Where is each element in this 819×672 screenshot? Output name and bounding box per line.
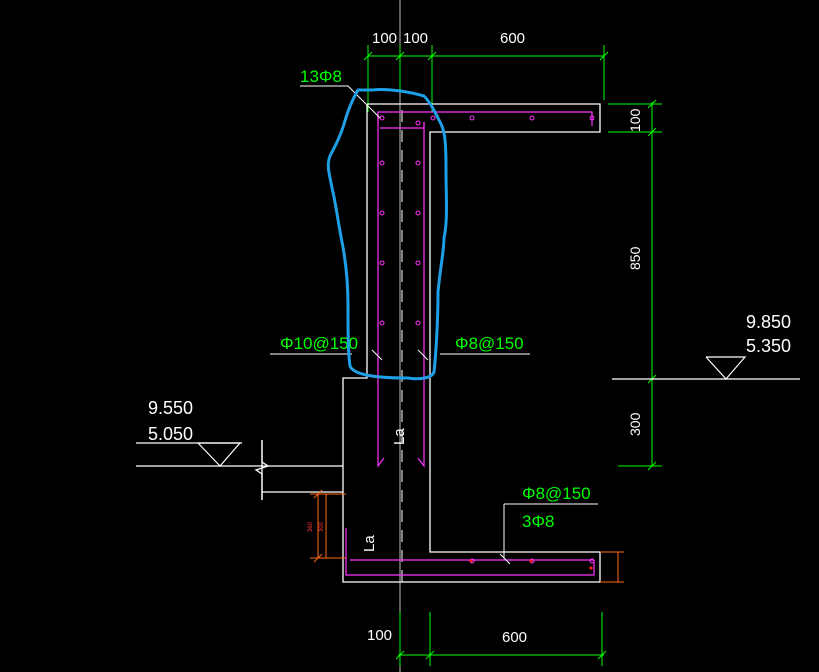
label-bottom-bars-count: 3Φ8: [522, 512, 554, 531]
right-dim-3: 300: [627, 412, 643, 436]
detail-dim-2: 300: [319, 521, 325, 532]
detail-dim-1: 360: [308, 521, 314, 532]
elevation-marker-left: [136, 442, 242, 467]
elevation-marker-right: [612, 356, 800, 380]
label-wall-outer: Φ10@150: [280, 334, 358, 353]
red-dot-1: [469, 559, 473, 563]
detail-dims-left: [310, 489, 346, 563]
elevation-right-lower: 5.350: [746, 336, 791, 356]
label-bottom-bars: Φ8@150: [522, 484, 591, 503]
bottom-dim-1: 100: [367, 627, 392, 644]
top-dim-2: 100: [403, 30, 428, 47]
top-dim-3: 600: [500, 30, 525, 47]
bottom-dim-2: 600: [502, 629, 527, 646]
top-dimension-group: [363, 45, 609, 112]
right-dim-2: 850: [627, 246, 643, 270]
label-anchor-lower: La: [361, 535, 378, 552]
break-mark: [254, 440, 270, 500]
detail-dims-right: [600, 551, 624, 583]
label-anchor-upper: La: [391, 428, 408, 445]
top-dim-1: 100: [372, 30, 397, 47]
rebar-dots: [379, 115, 595, 564]
label-wall-inner: Φ8@150: [455, 334, 524, 353]
elevation-left-upper: 9.550: [148, 398, 193, 418]
red-dot-2: [529, 559, 533, 563]
leader-lines: [270, 85, 598, 565]
elevation-right-upper: 9.850: [746, 312, 791, 332]
elevation-left-lower: 5.050: [148, 424, 193, 444]
label-top-bars: 13Φ8: [300, 67, 342, 86]
right-dimension-group: [608, 99, 662, 471]
right-dim-1: 100: [627, 108, 643, 132]
concrete-outline: [136, 103, 601, 583]
bottom-dimension-group: [395, 612, 607, 666]
red-dot-3: [589, 566, 593, 570]
markup-highlight-outline: [326, 88, 448, 381]
rebar-group: [345, 111, 595, 576]
